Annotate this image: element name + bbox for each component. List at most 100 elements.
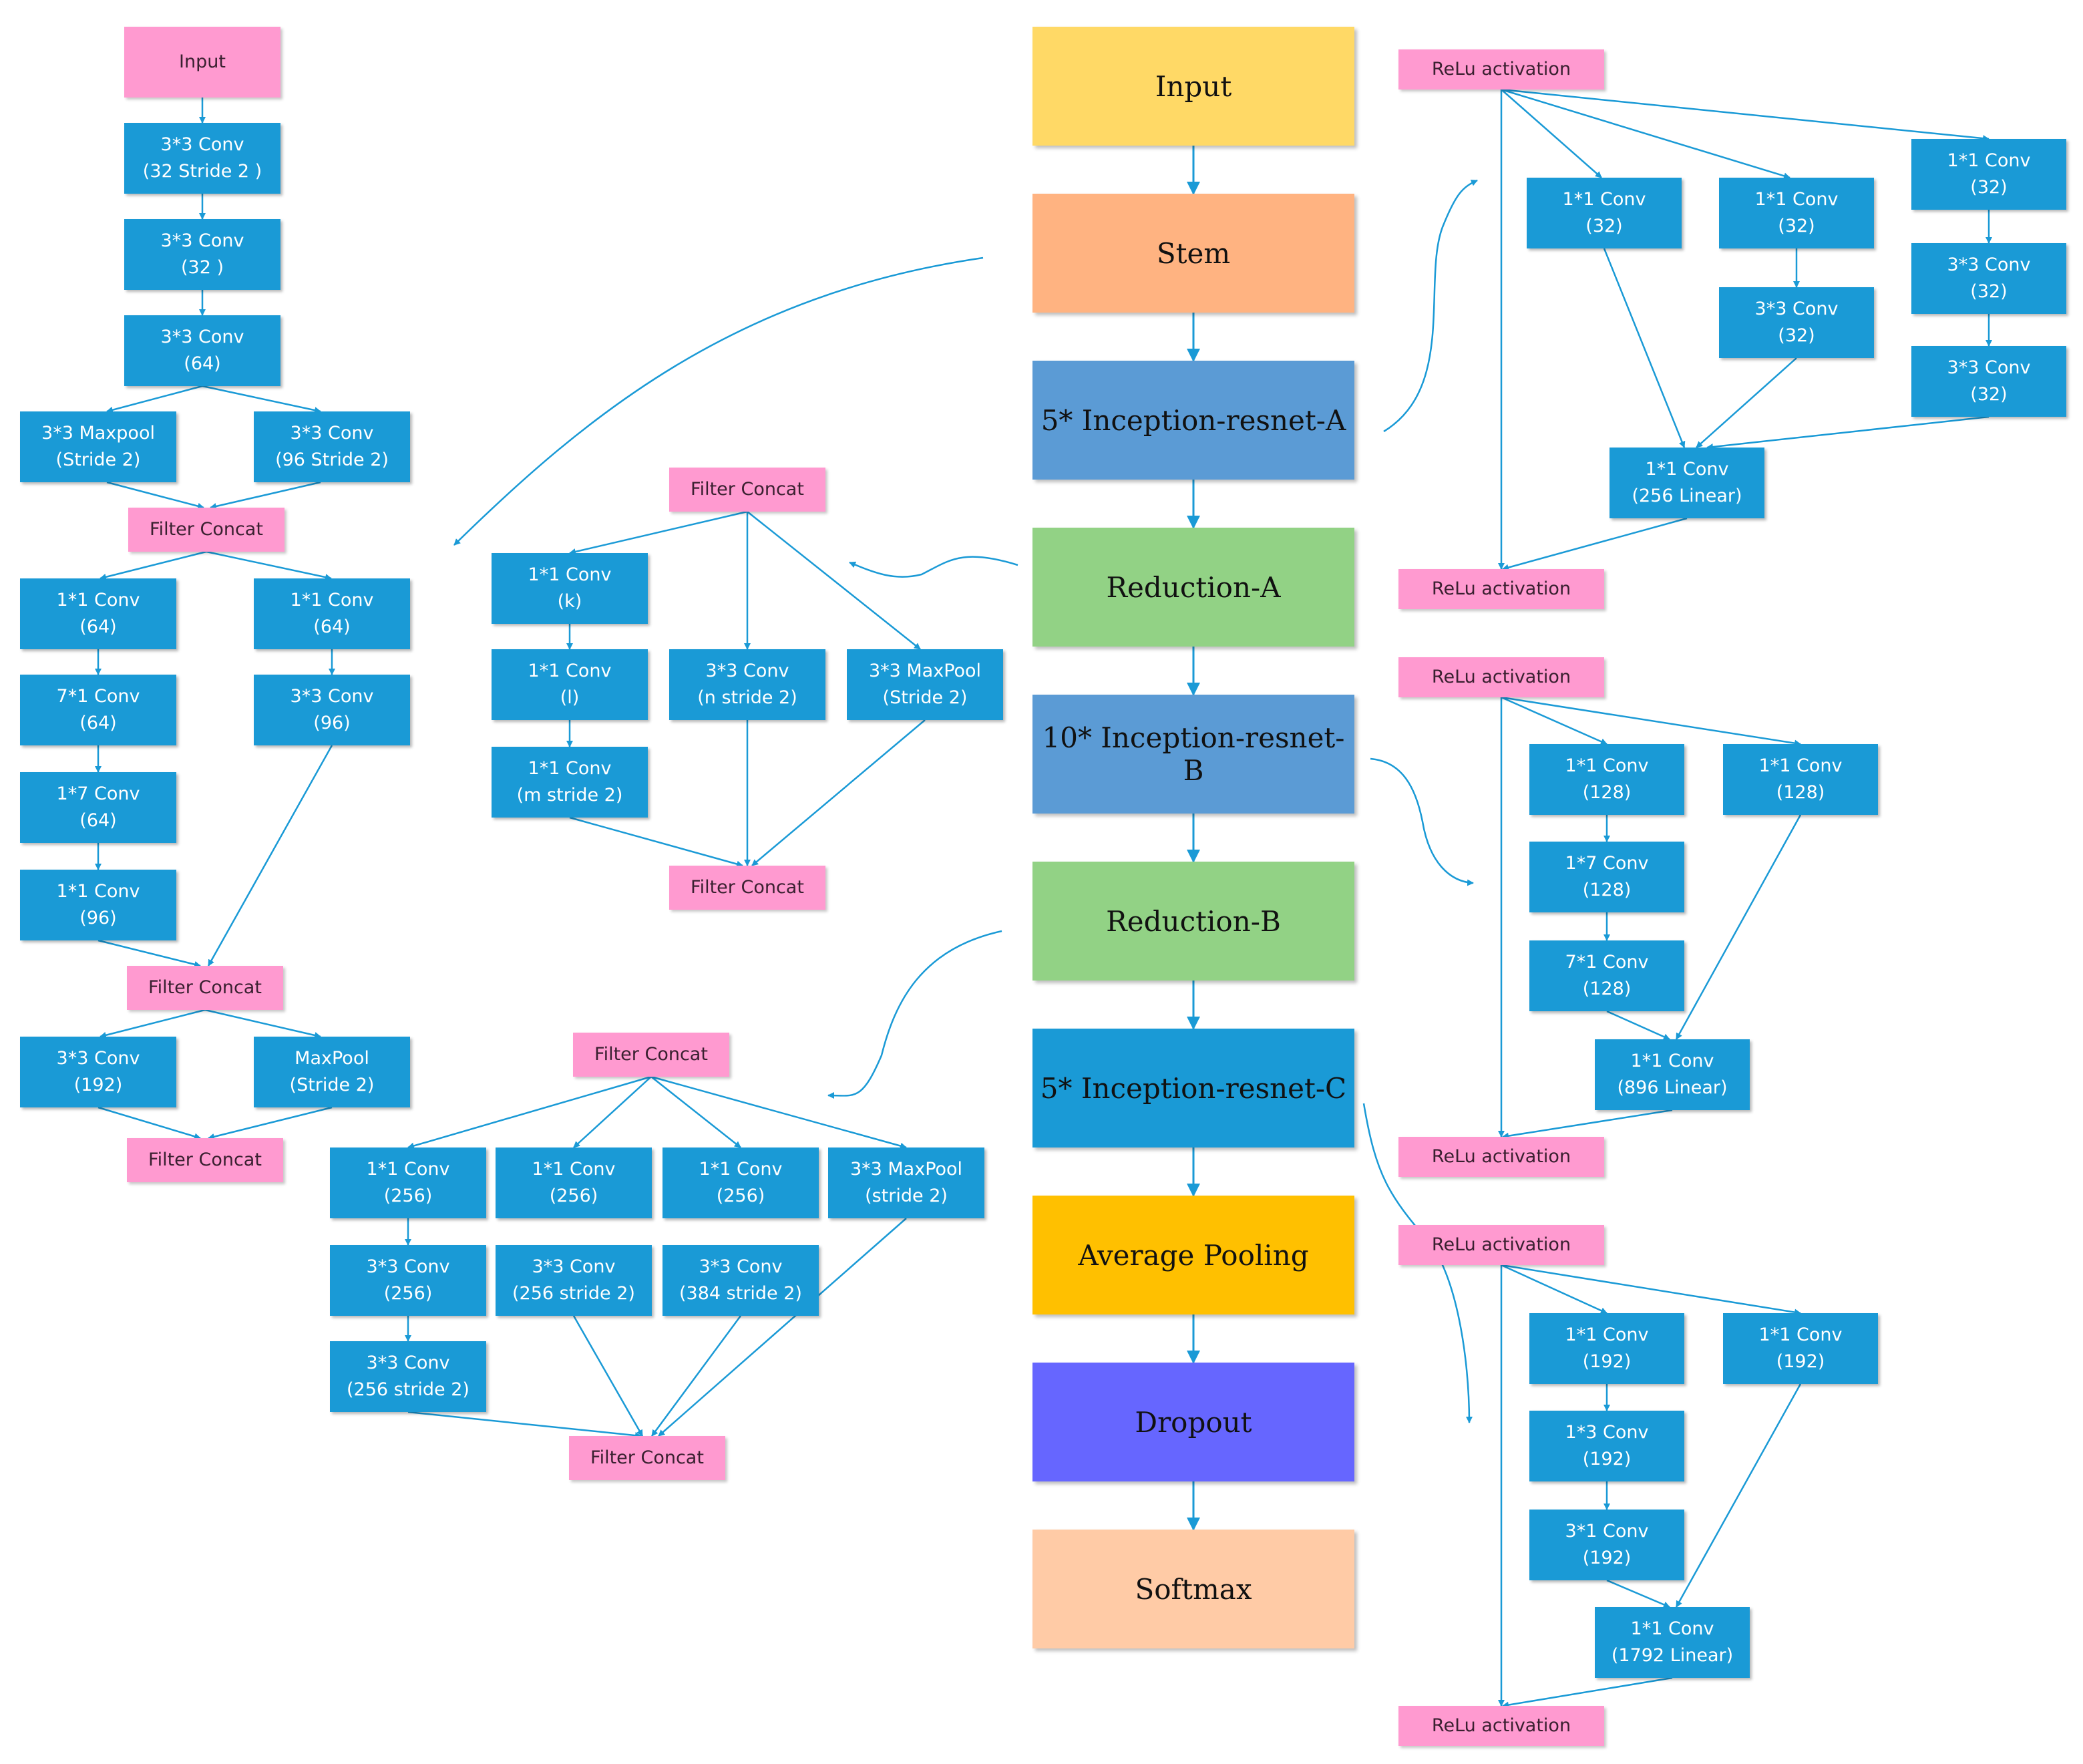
reduction-b-conv-a1: 1*1 Conv (256) [330, 1148, 486, 1218]
connector-arrow [206, 550, 332, 581]
reduction-a-maxpool-stride2: 3*3 MaxPool (Stride 2) [847, 649, 1003, 720]
connector-arrow [106, 385, 203, 413]
inception-a-conv-b3a: 1*1 Conv (32) [1911, 139, 2066, 210]
reduction-b-conv-a2: 3*3 Conv (256) [330, 1245, 486, 1316]
connector-arrow [569, 816, 743, 868]
connector-arrow [100, 1009, 206, 1039]
inception-c-relu-bottom: ReLu activation [1398, 1706, 1604, 1746]
connector-arrow [827, 930, 1002, 1099]
connector-arrow [849, 556, 1018, 578]
inception-a-conv-b2a: 1*1 Conv (32) [1719, 178, 1874, 248]
inception-c-conv-b1: 1*1 Conv (192) [1723, 1313, 1878, 1384]
stem-conv-32: 3*3 Conv (32 ) [124, 219, 280, 290]
connector-arrow [1501, 696, 1607, 745]
stem-left-conv-1x1-96: 1*1 Conv (96) [20, 870, 176, 940]
main-reduction-a-box: Reduction-A [1032, 528, 1354, 647]
connector-arrow [1501, 1264, 1801, 1316]
connector-arrow [453, 256, 984, 546]
connector-arrow [210, 481, 321, 510]
reduction-b-filter-concat-top: Filter Concat [573, 1033, 729, 1077]
inception-b-relu-bottom: ReLu activation [1398, 1137, 1604, 1177]
inception-b-conv-a2: 1*7 Conv (128) [1529, 842, 1684, 912]
connector-arrow [1501, 696, 1801, 747]
main-inception-resnet-a-box: 5* Inception-resnet-A [1032, 361, 1354, 480]
reduction-b-filter-concat-bottom: Filter Concat [569, 1436, 725, 1480]
inception-a-conv-b2b: 3*3 Conv (32) [1719, 287, 1874, 358]
stem-right-conv-3x3-96: 3*3 Conv (96) [254, 675, 410, 745]
connector-arrow [202, 385, 321, 413]
inception-c-conv-a2: 1*3 Conv (192) [1529, 1411, 1684, 1481]
stem-right-conv-1x1-64: 1*1 Conv (64) [254, 578, 410, 649]
stem-conv-3x3-192: 3*3 Conv (192) [20, 1037, 176, 1107]
connector-arrow [106, 481, 204, 510]
inception-c-relu-top: ReLu activation [1398, 1225, 1604, 1265]
connector-arrow [1696, 357, 1797, 448]
reduction-b-conv-a3: 3*3 Conv (256 stride 2) [330, 1341, 486, 1412]
inception-c-conv-linear: 1*1 Conv (1792 Linear) [1595, 1607, 1750, 1678]
stem-input-box: Input [124, 27, 280, 98]
main-inception-resnet-c-box: 5* Inception-resnet-C [1032, 1029, 1354, 1148]
connector-arrow [98, 1106, 201, 1140]
connector-arrow [1501, 89, 1602, 178]
connector-arrow [1606, 1579, 1670, 1608]
connector-arrow [1606, 1010, 1670, 1041]
connector-arrow [658, 1218, 907, 1437]
connector-arrow [1502, 1109, 1673, 1139]
main-softmax-box: Softmax [1032, 1530, 1354, 1648]
inception-a-conv-b3b: 3*3 Conv (32) [1911, 243, 2066, 314]
main-input-box: Input [1032, 27, 1354, 146]
connector-arrow [208, 1106, 333, 1140]
inception-b-relu-top: ReLu activation [1398, 657, 1604, 697]
stem-conv-64: 3*3 Conv (64) [124, 315, 280, 386]
inception-a-relu-bottom: ReLu activation [1398, 569, 1604, 609]
stem-filter-concat-2: Filter Concat [127, 966, 283, 1010]
reduction-a-conv-n-stride2: 3*3 Conv (n stride 2) [669, 649, 825, 720]
reduction-b-maxpool: 3*3 MaxPool (stride 2) [828, 1148, 984, 1218]
connector-arrow [650, 1075, 907, 1150]
main-reduction-b-box: Reduction-B [1032, 862, 1354, 981]
reduction-a-conv-k: 1*1 Conv (k) [492, 553, 648, 624]
connector-arrow [1370, 757, 1474, 886]
connector-arrow [1675, 814, 1802, 1040]
reduction-a-filter-concat-bottom: Filter Concat [669, 866, 825, 910]
connector-arrow [1501, 1264, 1607, 1314]
connector-arrow [1502, 1677, 1673, 1709]
connector-arrow [1501, 88, 1990, 142]
reduction-a-conv-m-stride2: 1*1 Conv (m stride 2) [492, 747, 648, 818]
connector-arrow [1706, 415, 1990, 450]
inception-b-conv-a3: 7*1 Conv (128) [1529, 940, 1684, 1011]
inception-b-conv-a1: 1*1 Conv (128) [1529, 744, 1684, 815]
main-dropout-box: Dropout [1032, 1363, 1354, 1481]
stem-left-conv-1x7-64: 1*7 Conv (64) [20, 772, 176, 843]
connector-arrow [98, 939, 201, 968]
reduction-b-conv-c1: 1*1 Conv (256) [662, 1148, 819, 1218]
inception-b-conv-b1: 1*1 Conv (128) [1723, 744, 1878, 815]
stem-left-conv-1x1-64: 1*1 Conv (64) [20, 578, 176, 649]
inception-c-conv-a3: 3*1 Conv (192) [1529, 1510, 1684, 1580]
connector-arrow [204, 1009, 321, 1039]
main-average-pooling-box: Average Pooling [1032, 1196, 1354, 1314]
reduction-b-conv-b2: 3*3 Conv (256 stride 2) [496, 1245, 652, 1316]
connector-arrow [1675, 1383, 1802, 1608]
connector-arrow [573, 1076, 652, 1148]
inception-a-conv-b3c: 3*3 Conv (32) [1911, 346, 2066, 417]
stem-filter-concat-1: Filter Concat [128, 508, 285, 552]
stem-filter-concat-3: Filter Concat [127, 1138, 283, 1182]
stem-conv-32-stride2: 3*3 Conv (32 Stride 2 ) [124, 123, 280, 194]
stem-left-conv-7x1-64: 7*1 Conv (64) [20, 675, 176, 745]
main-stem-box: Stem [1032, 194, 1354, 313]
connector-arrow [650, 1076, 741, 1148]
connector-arrow [407, 1411, 642, 1439]
connector-arrow [751, 719, 926, 866]
inception-c-conv-a1: 1*1 Conv (192) [1529, 1313, 1684, 1384]
inception-a-conv-b1: 1*1 Conv (32) [1527, 178, 1682, 248]
reduction-b-conv-b1: 1*1 Conv (256) [496, 1148, 652, 1218]
inception-a-relu-top: ReLu activation [1398, 49, 1604, 90]
connector-arrow [207, 745, 333, 966]
connector-arrow [747, 511, 921, 650]
reduction-a-filter-concat-top: Filter Concat [669, 468, 825, 512]
connector-arrow [1383, 179, 1478, 433]
reduction-a-conv-l: 1*1 Conv (l) [492, 649, 648, 720]
connector-arrow [100, 550, 207, 580]
